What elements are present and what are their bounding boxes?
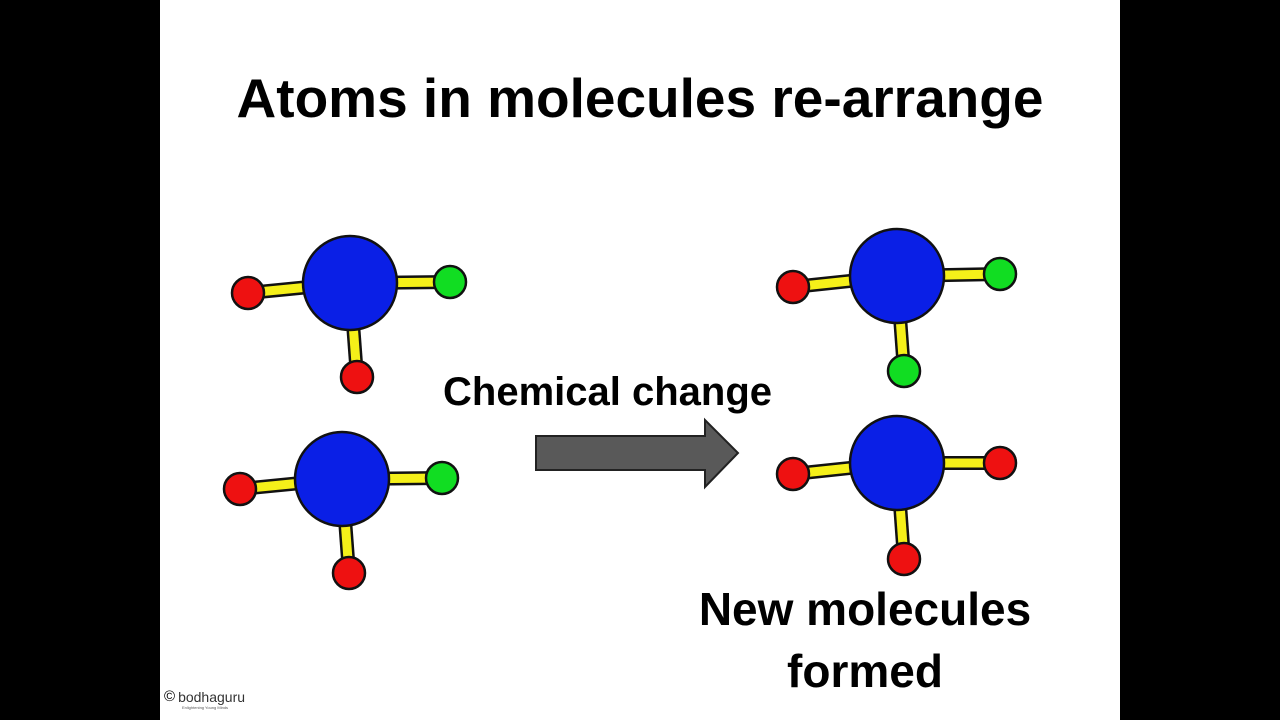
result-label: New molecules formed bbox=[650, 578, 1080, 702]
reactant-molecule-1 bbox=[230, 234, 468, 395]
red-atom bbox=[230, 275, 266, 311]
logo-brand: bodhaguru bbox=[178, 688, 246, 705]
green-atom bbox=[424, 460, 460, 496]
red-atom bbox=[982, 445, 1018, 481]
bodhaguru-logo: © bodhaguru Enlightening Young Minds bbox=[164, 688, 246, 710]
central-atom bbox=[293, 430, 391, 528]
reaction-diagram bbox=[222, 227, 1018, 591]
red-atom bbox=[775, 269, 811, 305]
central-atom bbox=[848, 227, 946, 325]
green-atom bbox=[982, 256, 1018, 292]
green-atom bbox=[432, 264, 468, 300]
result-label-line2: formed bbox=[787, 645, 943, 697]
copyright-symbol: © bbox=[164, 688, 176, 705]
slide: Atoms in molecules re-arrange Chemical c… bbox=[160, 0, 1120, 720]
reactant-molecule-2 bbox=[222, 430, 460, 591]
product-molecule-2 bbox=[775, 414, 1018, 577]
central-atom bbox=[848, 414, 946, 512]
arrow-shape bbox=[535, 417, 740, 490]
red-atom bbox=[339, 359, 375, 395]
slide-title: Atoms in molecules re-arrange bbox=[236, 67, 1044, 129]
central-atom bbox=[301, 234, 399, 332]
logo-tagline: Enlightening Young Minds bbox=[182, 705, 229, 710]
result-label-line1: New molecules bbox=[698, 583, 1032, 635]
red-atom bbox=[886, 541, 922, 577]
reaction-arrow bbox=[535, 417, 740, 490]
product-molecule-1 bbox=[775, 227, 1018, 389]
red-atom bbox=[331, 555, 367, 591]
green-atom bbox=[886, 353, 922, 389]
arrow-label: Chemical change bbox=[443, 370, 773, 414]
red-atom bbox=[222, 471, 258, 507]
red-atom bbox=[775, 456, 811, 492]
